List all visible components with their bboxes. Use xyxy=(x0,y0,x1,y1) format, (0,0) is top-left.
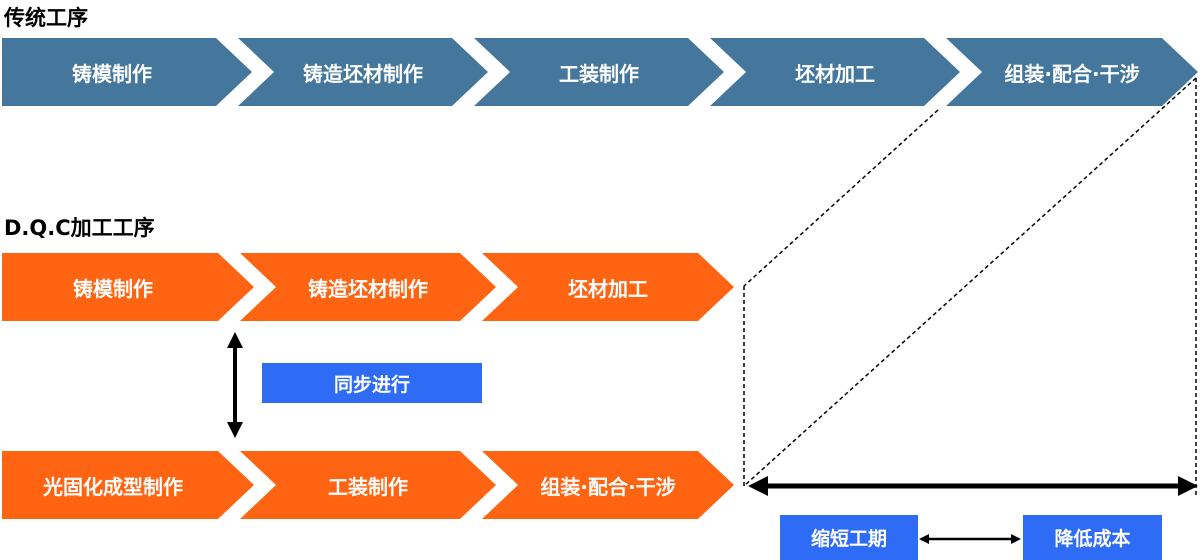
dqc-step-mold: 铸模制作 xyxy=(2,253,254,321)
dqc-step-casting-blank: 铸造坯材制作 xyxy=(240,253,496,321)
traditional-step-fixture: 工装制作 xyxy=(474,38,724,106)
traditional-process-title: 传统工序 xyxy=(4,6,88,30)
dqc-process-title: D.Q.C加工工序 xyxy=(4,216,155,240)
shorten-time-box: 缩短工期 xyxy=(780,515,918,560)
dqc-step-sla-printing: 光固化成型制作 xyxy=(2,451,254,519)
reduce-cost-box: 降低成本 xyxy=(1023,515,1162,560)
traditional-step-assembly: 组装·配合·干涉 xyxy=(946,38,1198,106)
dqc-step-fixture: 工装制作 xyxy=(240,451,496,519)
sync-label-box: 同步进行 xyxy=(262,363,482,403)
traditional-step-mold: 铸模制作 xyxy=(2,38,252,106)
dqc-step-assembly: 组装·配合·干涉 xyxy=(482,451,734,519)
dashed-guide-right-diagonal xyxy=(743,77,1197,487)
dqc-step-blank-machining: 坯材加工 xyxy=(482,253,734,321)
traditional-step-casting-blank: 铸造坯材制作 xyxy=(238,38,488,106)
dashed-guide-left-diagonal xyxy=(743,109,939,287)
traditional-step-blank-machining: 坯材加工 xyxy=(710,38,960,106)
